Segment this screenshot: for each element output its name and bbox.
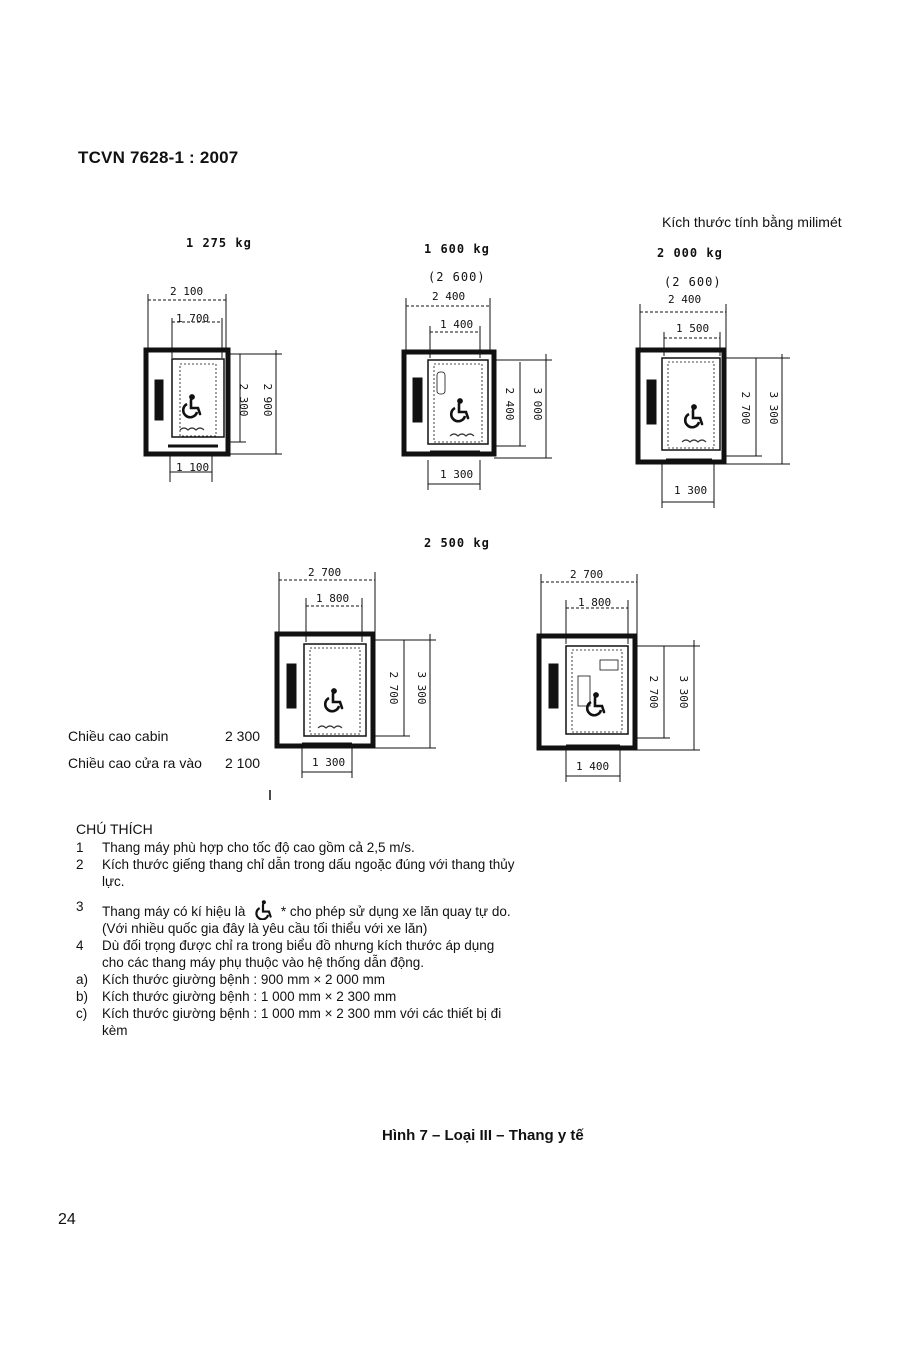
d2-shaft-width: 2 400 bbox=[432, 290, 465, 303]
d4-car-width: 1 800 bbox=[316, 592, 349, 605]
cabin-height-label: Chiều cao cabin bbox=[68, 728, 169, 744]
cabin-height-value: 2 300 bbox=[225, 728, 261, 744]
d3-shaft-width: 2 400 bbox=[668, 293, 701, 306]
diagram-4 bbox=[269, 572, 436, 800]
d5-car-width: 1 800 bbox=[578, 596, 611, 609]
d5-door: 1 400 bbox=[576, 760, 609, 773]
units-note: Kích thước tính bằng milimét bbox=[662, 214, 842, 230]
d2-door: 1 300 bbox=[440, 468, 473, 481]
page-number: 24 bbox=[58, 1211, 76, 1228]
load-label-1: 1 275 kg bbox=[186, 236, 252, 250]
d2-shaft-depth: 3 000 bbox=[531, 387, 544, 420]
diagram-5 bbox=[536, 574, 700, 782]
door-height-label: Chiều cao cửa ra vào bbox=[68, 755, 202, 771]
note-1: 1 Thang máy phù hợp cho tốc độ cao gồm c… bbox=[76, 840, 415, 855]
d4-shaft-depth: 3 300 bbox=[415, 671, 428, 704]
d2-car-depth: 2 400 bbox=[503, 387, 516, 420]
diagram-2 bbox=[401, 298, 552, 490]
door-height-value: 2 100 bbox=[225, 755, 261, 771]
d4-door: 1 300 bbox=[312, 756, 345, 769]
d5-shaft-width: 2 700 bbox=[570, 568, 603, 581]
load-label-3: 2 000 kg bbox=[657, 246, 723, 260]
d3-car-width: 1 500 bbox=[676, 322, 709, 335]
diagram-1 bbox=[143, 294, 282, 482]
note-a: a) Kích thước giường bệnh : 900 mm × 2 0… bbox=[76, 972, 386, 987]
d4-shaft-width: 2 700 bbox=[308, 566, 341, 579]
note-c: c) Kích thước giường bệnh : 1 000 mm × 2… bbox=[76, 1006, 502, 1038]
d3-door: 1 300 bbox=[674, 484, 707, 497]
d5-shaft-depth: 3 300 bbox=[677, 675, 690, 708]
wheelchair-icon bbox=[255, 900, 272, 920]
hydraulic-width-2: (2 600) bbox=[428, 270, 486, 284]
diagram-3 bbox=[635, 304, 790, 508]
d4-car-depth: 2 700 bbox=[387, 671, 400, 704]
note-b: b) Kích thước giường bệnh : 1 000 mm × 2… bbox=[76, 989, 397, 1004]
d1-car-depth: 2 300 bbox=[237, 383, 250, 416]
d1-shaft-depth: 2 900 bbox=[261, 383, 274, 416]
note-4: 4 Dù đối trọng được chỉ ra trong biểu đồ… bbox=[76, 938, 495, 970]
notes-title: CHÚ THÍCH bbox=[76, 821, 153, 837]
d3-shaft-depth: 3 300 bbox=[767, 391, 780, 424]
d2-car-width: 1 400 bbox=[440, 318, 473, 331]
d5-car-depth: 2 700 bbox=[647, 675, 660, 708]
hydraulic-width-3: (2 600) bbox=[664, 275, 722, 289]
d1-shaft-width: 2 100 bbox=[170, 285, 203, 298]
d1-car-width: 1 700 bbox=[176, 312, 209, 325]
load-label-2: 1 600 kg bbox=[424, 242, 490, 256]
load-label-4: 2 500 kg bbox=[424, 536, 490, 550]
note-3: 3 Thang máy có kí hiệu là * cho phép sử … bbox=[76, 899, 511, 936]
d3-car-depth: 2 700 bbox=[739, 391, 752, 424]
document-header: TCVN 7628-1 : 2007 bbox=[78, 148, 239, 167]
notes-section: CHÚ THÍCH 1 Thang máy phù hợp cho tốc độ… bbox=[76, 821, 516, 1039]
note-2: 2 Kích thước giếng thang chỉ dẫn trong d… bbox=[76, 857, 515, 889]
figure-caption: Hình 7 – Loại III – Thang y tế bbox=[382, 1127, 584, 1144]
d1-door: 1 100 bbox=[176, 461, 209, 474]
